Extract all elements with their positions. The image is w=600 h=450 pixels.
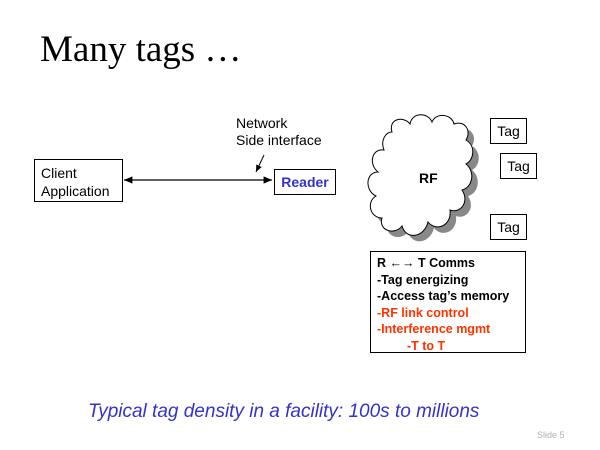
client-application-box: Client Application [34, 159, 123, 202]
comms-item: -Access tag’s memory [377, 289, 510, 303]
network-label-line2: Side interface [236, 132, 322, 148]
network-label-line1: Network [236, 115, 288, 131]
tag-box: Tag [490, 214, 527, 240]
slide-number: Slide 5 [537, 430, 565, 440]
cloud-icon [367, 114, 479, 242]
tag-box: Tag [490, 118, 527, 144]
comms-box: R ←→ T Comms -Tag energizing -Access tag… [370, 251, 526, 353]
tag-density-note: Typical tag density in a facility: 100s … [88, 401, 480, 422]
slide-title: Many tags … [40, 29, 242, 70]
comms-heading: R ←→ T Comms [377, 256, 475, 270]
network-interface-label: Network Side interface [236, 115, 322, 149]
rf-label: RF [419, 170, 438, 186]
comms-item: -Tag energizing [377, 272, 469, 287]
comms-item: -Interference mgmt [377, 322, 491, 336]
client-label-line2: Application [41, 183, 110, 199]
tag-box: Tag [500, 153, 537, 179]
comms-item: -RF link control [377, 305, 469, 320]
reader-box: Reader [274, 169, 336, 195]
pointer-arrow [255, 154, 265, 173]
client-label-line1: Client [41, 165, 77, 181]
comms-item: -T to T [407, 338, 446, 353]
